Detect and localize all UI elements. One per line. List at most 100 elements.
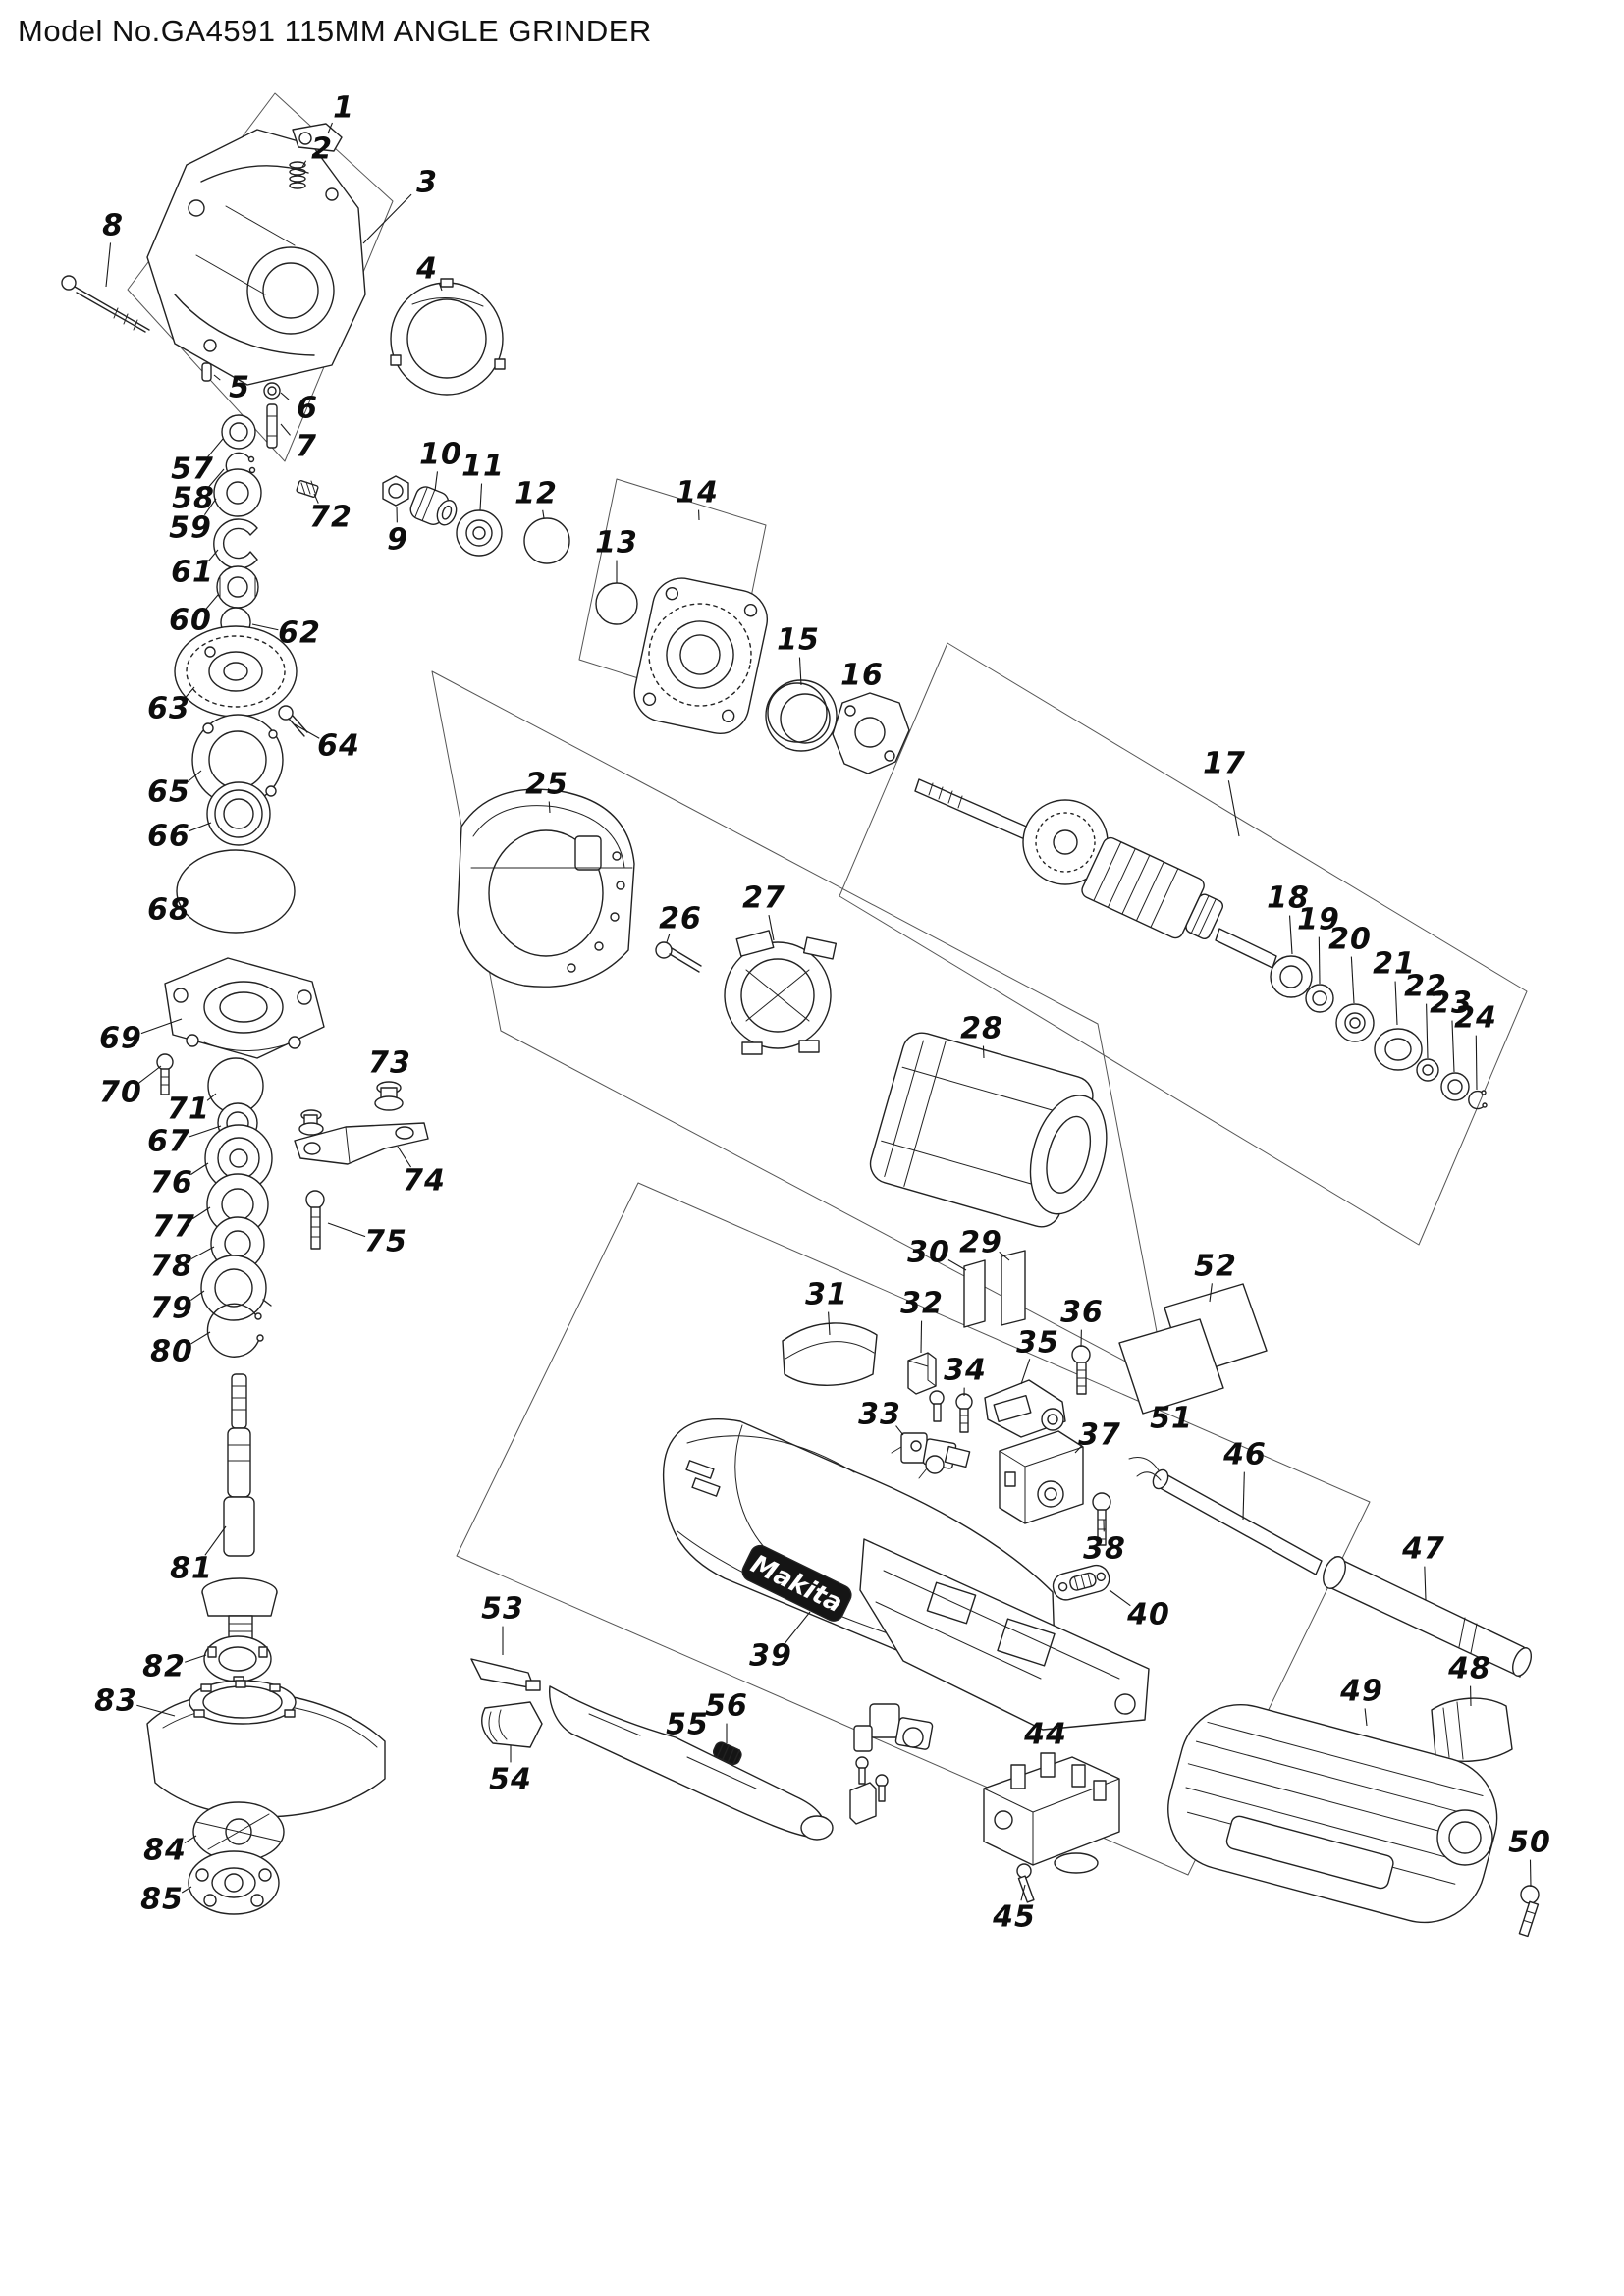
part-label-51: 51	[1150, 1401, 1193, 1436]
part-label-85: 85	[140, 1882, 184, 1917]
part-locknut-85	[188, 1850, 280, 1915]
part-locknut-82	[203, 1635, 272, 1685]
part-bearing-box-69	[164, 957, 325, 1059]
part-washer-59	[213, 468, 262, 517]
part-armature-17	[914, 778, 1277, 969]
part-label-46: 46	[1223, 1437, 1267, 1472]
part-label-49: 49	[1340, 1674, 1383, 1709]
part-setscrew-72	[296, 480, 319, 498]
part-screw-45	[1016, 1863, 1035, 1903]
part-label-62: 62	[278, 615, 321, 651]
part-clip-24	[1468, 1090, 1488, 1110]
leader-line-30	[947, 1259, 967, 1271]
leader-line-7	[280, 423, 291, 436]
leader-line-19	[1318, 936, 1321, 985]
part-inner-flange-84	[192, 1801, 285, 1862]
leader-line-80	[190, 1331, 211, 1345]
part-nut-9	[382, 475, 409, 507]
part-lever-53	[470, 1658, 541, 1691]
part-label-68: 68	[147, 892, 190, 928]
leader-line-76	[190, 1162, 209, 1176]
part-label-5: 5	[229, 370, 250, 405]
leader-line-10	[434, 471, 439, 492]
part-label-63: 63	[147, 691, 190, 726]
leader-line-64	[294, 723, 320, 739]
part-sticker-51	[1118, 1318, 1224, 1415]
leader-line-15	[798, 657, 802, 686]
leader-line-59	[203, 498, 217, 516]
leader-line-70	[138, 1065, 162, 1084]
part-bearing-20	[1335, 1003, 1375, 1042]
leader-line-57	[207, 438, 224, 457]
leader-line-84	[184, 1835, 197, 1843]
part-label-6: 6	[297, 391, 318, 426]
part-spindle-81	[201, 1373, 278, 1644]
leader-line-22	[1426, 1003, 1429, 1059]
part-label-2: 2	[311, 132, 333, 167]
part-spacer-60	[216, 565, 259, 609]
part-label-74: 74	[403, 1163, 446, 1199]
part-label-27: 27	[742, 881, 785, 916]
part-bevel-gear-63	[174, 625, 298, 718]
part-label-47: 47	[1402, 1531, 1445, 1567]
leader-line-85	[181, 1886, 192, 1894]
part-circlip-80	[206, 1303, 264, 1358]
part-plate-65	[191, 714, 284, 806]
part-label-53: 53	[481, 1591, 524, 1627]
leader-line-33	[895, 1425, 904, 1436]
part-label-4: 4	[416, 251, 438, 287]
part-label-34: 34	[944, 1353, 987, 1388]
leader-line-47	[1424, 1566, 1427, 1601]
part-label-76: 76	[150, 1165, 193, 1201]
part-label-73: 73	[368, 1045, 411, 1081]
part-oring-68	[176, 849, 296, 934]
part-label-84: 84	[143, 1833, 187, 1868]
part-slide-bar-55	[549, 1685, 834, 1841]
part-label-14: 14	[676, 475, 719, 510]
part-label-57: 57	[171, 452, 214, 487]
part-label-7: 7	[296, 429, 317, 464]
part-label-78: 78	[150, 1249, 193, 1284]
part-label-64: 64	[317, 728, 360, 764]
leader-line-81	[204, 1525, 227, 1556]
part-gear-housing-3	[146, 129, 366, 386]
leader-line-71	[206, 1093, 217, 1101]
leader-line-6	[280, 392, 290, 400]
leader-line-4	[438, 283, 443, 292]
part-label-71: 71	[167, 1092, 210, 1127]
part-label-38: 38	[1083, 1531, 1126, 1567]
part-field-28	[869, 1032, 1108, 1228]
leader-line-11	[479, 483, 483, 511]
part-label-82: 82	[142, 1649, 186, 1684]
part-label-56: 56	[705, 1688, 748, 1724]
part-label-11: 11	[461, 449, 505, 484]
part-label-48: 48	[1448, 1651, 1491, 1686]
part-cord-46	[1128, 1457, 1323, 1575]
part-label-28: 28	[960, 1011, 1003, 1046]
leader-line-25	[548, 801, 551, 814]
part-plate-30	[963, 1259, 986, 1328]
leader-line-72	[313, 493, 319, 504]
part-label-24: 24	[1454, 1000, 1497, 1036]
part-label-18: 18	[1267, 881, 1310, 916]
part-collet-10	[409, 486, 458, 526]
part-bearing-23	[1440, 1072, 1470, 1101]
leader-line-79	[189, 1290, 205, 1302]
part-label-81: 81	[170, 1551, 213, 1586]
part-carbon-brush-32	[907, 1352, 937, 1395]
part-label-65: 65	[147, 774, 190, 810]
part-plate-29	[1001, 1250, 1026, 1326]
part-label-52: 52	[1194, 1249, 1237, 1284]
part-label-20: 20	[1328, 922, 1372, 957]
leader-line-78	[190, 1246, 215, 1260]
leader-line-77	[192, 1206, 211, 1220]
part-label-19: 19	[1297, 902, 1340, 937]
leader-line-23	[1451, 1020, 1455, 1073]
leader-line-8	[105, 242, 112, 288]
part-rubber-pin-73b	[298, 1109, 324, 1136]
leader-line-27	[768, 915, 775, 941]
leader-line-31	[828, 1311, 831, 1336]
part-label-9: 9	[387, 522, 408, 558]
